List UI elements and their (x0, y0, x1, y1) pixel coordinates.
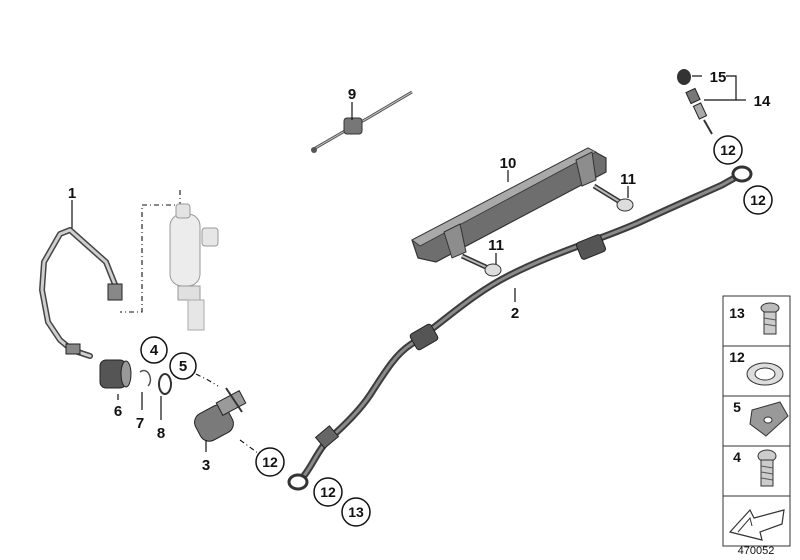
callout-6: 6 (114, 403, 122, 420)
callout-1: 1 (68, 185, 76, 202)
callout-12-bottom: 12 (320, 484, 336, 500)
screw-icon (757, 449, 777, 487)
callout-15: 15 (710, 69, 727, 86)
diagram-number: 470052 (738, 545, 775, 557)
legend-panel: 13 12 5 4 (722, 295, 791, 547)
callout-14: 14 (754, 93, 771, 110)
legend-number-4: 4 (733, 449, 741, 465)
o-ring-part (158, 373, 172, 395)
cable-tie-part (311, 90, 413, 153)
legend-number-13: 13 (729, 305, 745, 321)
legend-number-12: 12 (729, 349, 745, 365)
callout-5: 5 (179, 358, 187, 375)
callout-12-right: 12 (750, 192, 766, 208)
legend-number-5: 5 (733, 399, 741, 415)
connector-part (194, 387, 247, 442)
callout-13: 13 (348, 504, 364, 520)
callout-3: 3 (202, 457, 210, 474)
callout-11-lower: 11 (488, 237, 504, 254)
brake-hose-part (287, 165, 753, 491)
dashed-line-5 (195, 373, 219, 387)
callout-11-upper: 11 (620, 171, 636, 188)
screw-part-lower (460, 253, 502, 277)
callout-10: 10 (500, 155, 517, 172)
master-cylinder-reference (120, 190, 219, 331)
sleeve-part (99, 359, 132, 389)
callout-4: 4 (150, 342, 159, 359)
callout-9: 9 (348, 86, 356, 103)
dashed-line-12a (239, 439, 263, 457)
direction-arrow-icon (728, 508, 785, 541)
screw-with-washer-icon (760, 302, 780, 335)
callout-7: 7 (136, 415, 144, 432)
circlip-part (139, 369, 152, 387)
callout-8: 8 (157, 425, 165, 442)
sealing-ring-icon (746, 362, 784, 386)
screw-part-upper (592, 183, 634, 212)
callout-12-top: 12 (720, 142, 736, 158)
leader-14 (704, 75, 737, 101)
clip-plate-icon (749, 401, 789, 437)
callout-12-left: 12 (262, 454, 278, 470)
brake-pipe-part (39, 227, 123, 359)
callout-2: 2 (511, 305, 519, 322)
bleed-valve-part (677, 69, 713, 135)
heat-shield-part (411, 147, 607, 263)
